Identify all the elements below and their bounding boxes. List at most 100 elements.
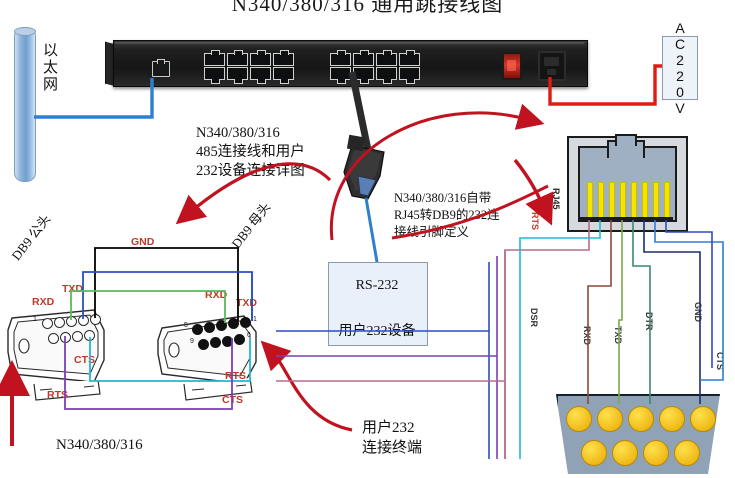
db9-male-pin-2 <box>54 317 65 328</box>
port-bank-1-row-top <box>204 49 294 66</box>
signal-label-male-rts: RTS <box>47 389 68 401</box>
power-cable <box>548 64 662 106</box>
port[interactable] <box>399 67 420 84</box>
db9-female-pin-2 <box>228 318 239 329</box>
port-bank-2-row-bottom <box>330 67 420 84</box>
db9-female-pin-number-5: 5 <box>184 322 188 329</box>
port[interactable] <box>353 49 374 66</box>
ethernet-cable <box>34 78 154 119</box>
rj45-panel-label: RJ45 <box>551 188 561 210</box>
port[interactable] <box>273 49 294 66</box>
wiring-overlay <box>0 64 724 459</box>
arrow-plug-to-rj45-left <box>329 103 545 241</box>
port-bank-2-row-top <box>330 49 420 66</box>
diagram-canvas: N340/380/316 通用跳接线图 以太网 <box>0 0 725 474</box>
port[interactable] <box>204 67 225 84</box>
port[interactable] <box>227 67 248 84</box>
serial-cable-to-device <box>364 197 379 263</box>
signal-label-gnd: GND <box>693 302 703 322</box>
signal-label-dsr: DSR <box>529 308 539 328</box>
annotation-note-a-line1: N340/380/316 <box>196 125 280 141</box>
signal-label-male-rxd: RXD <box>32 296 55 308</box>
port[interactable] <box>353 67 374 84</box>
wire-txd-rxd <box>70 290 226 323</box>
page-title: N340/380/316 通用跳接线图 <box>231 0 504 16</box>
power-rocker-switch[interactable] <box>502 52 522 80</box>
db9-female-pin-8 <box>210 337 221 348</box>
port-bank-1-row-bottom <box>204 67 294 84</box>
signal-label-txd: TXD <box>613 326 623 344</box>
db9-pin <box>659 406 685 432</box>
annotation-note-a-line3: 232设备连接详图 <box>196 163 305 179</box>
switch-top-highlight <box>115 42 584 44</box>
ethernet-label: 以太网 <box>41 42 57 93</box>
wire-rj45-pin1-rts <box>504 220 590 459</box>
wire-rxd-txd <box>82 271 253 321</box>
arrow-into-rj45 <box>513 158 554 226</box>
wire-rts-cts <box>64 336 233 410</box>
db9-pin <box>566 406 592 432</box>
wire-rj45-pin6-gnd <box>643 220 701 404</box>
db9-female-pin-number-9: 9 <box>190 338 194 345</box>
arrow-to-db9-female <box>260 340 353 432</box>
db9-female-pin-number-1: 1 <box>253 316 257 323</box>
arrow-to-db9-detail <box>175 162 332 225</box>
db9-plug-graphic <box>343 134 385 200</box>
serial-cable-upper <box>348 71 372 151</box>
db9-female-pin-9 <box>198 339 209 350</box>
port-bank-2 <box>330 49 420 84</box>
rs232-device-box <box>328 262 428 346</box>
annotation-note-b-line1: N340/380/316自带 <box>394 191 492 205</box>
db9-male-pin-8 <box>72 331 83 342</box>
db9-male-pin-1 <box>42 318 53 329</box>
wire-rj45-pin4-txd <box>618 220 623 404</box>
db9-pin <box>628 406 654 432</box>
db9-female-pin-3 <box>216 320 227 331</box>
wire-rj45-pin5-dtr <box>632 220 651 404</box>
port[interactable] <box>204 49 225 66</box>
port[interactable] <box>376 49 397 66</box>
db9-male-pin-number-1: 1 <box>33 316 37 323</box>
uplink-rj45-port[interactable] <box>152 59 170 77</box>
port[interactable] <box>273 67 294 84</box>
wire-cts-rts <box>89 337 251 382</box>
ac-power-inlet[interactable] <box>538 51 566 81</box>
port[interactable] <box>330 49 351 66</box>
rj45-pin-base <box>578 217 673 221</box>
wire-gnd <box>94 247 239 321</box>
signal-label-male-txd: TXD <box>62 283 83 295</box>
db9-female-pin-5 <box>192 324 203 335</box>
signal-label-rxd: RXD <box>582 326 592 346</box>
annotation-note-d: 用户232 连接终端 <box>362 418 422 458</box>
annotation-note-c: N340/380/316 <box>56 437 143 453</box>
port[interactable] <box>250 67 271 84</box>
wire-rj45-pin3-rxd <box>587 220 612 404</box>
annotation-note-a-line2: 485连接线和用户 <box>196 144 305 160</box>
wire-rj45-pin7-cts <box>654 220 724 381</box>
signal-label-dtr: DTR <box>644 312 654 331</box>
signal-label-gnd: GND <box>131 236 155 248</box>
db9-pin <box>690 406 716 432</box>
rs232-title: RS-232 <box>355 278 399 293</box>
port[interactable] <box>399 49 420 66</box>
signal-label-female-rts: RTS <box>225 370 246 382</box>
ac220v-label: AC220V <box>672 20 688 116</box>
port[interactable] <box>250 49 271 66</box>
ac220v-box: AC220V <box>662 20 698 116</box>
port[interactable] <box>376 67 397 84</box>
wire-rj45-pin2-dsr <box>519 220 601 459</box>
annotation-note-d-line2: 连接终端 <box>362 440 423 456</box>
rj45-key-notch-tip <box>615 134 637 146</box>
port-bank-1 <box>204 49 294 84</box>
db9-pin <box>597 406 623 432</box>
annotation-note-a: N340/380/316 485连接线和用户 232设备连接详图 <box>196 124 305 181</box>
port[interactable] <box>227 49 248 66</box>
signal-label-cts: CTS <box>715 352 725 370</box>
db9-female-pin-number-6: 6 <box>247 332 251 339</box>
db9-female-pin-1 <box>240 317 251 328</box>
arc-plug-right <box>391 184 549 240</box>
db9-male-pin-6 <box>48 333 59 344</box>
ethernet-cylinder-top <box>14 27 36 36</box>
signal-label-female-rxd: RXD <box>205 289 228 301</box>
wire-rj45-pin8 <box>665 220 713 368</box>
